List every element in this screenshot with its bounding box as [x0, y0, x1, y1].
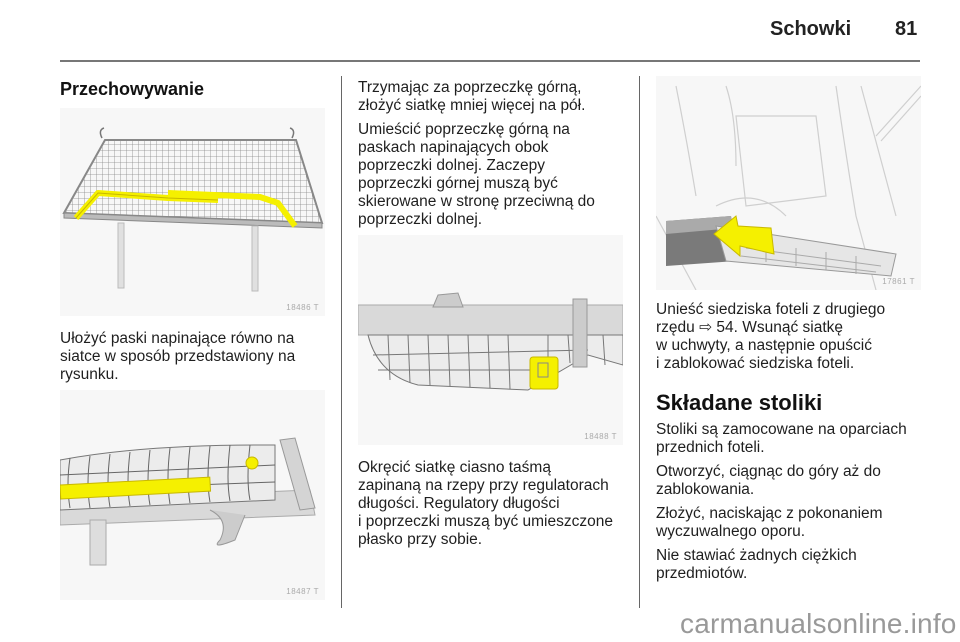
paragraph-open-table: Otworzyć, ciągnąc do góry aż do zablokow…	[656, 463, 881, 498]
paragraph-place-crossbar: Umieścić poprzeczkę górną na paskach nap…	[358, 121, 595, 228]
paragraph-wrap-net: Okręcić siatkę ciasno taśmą zapinaną na …	[358, 459, 613, 548]
strapped-net-illustration	[358, 292, 623, 391]
figure-folded-net: 18487 T	[60, 390, 325, 600]
figure-insert-net-in-holder: 17861 T	[656, 76, 921, 290]
figure-code: 18488 T	[584, 432, 617, 441]
section-title-skladane-stoliki: Składane stoliki	[656, 390, 823, 415]
figure-code: 17861 T	[882, 277, 915, 286]
page-number: 81	[895, 18, 918, 40]
watermark-link[interactable]: carmanualsonline.info	[680, 608, 957, 639]
page-header-title: Schowki	[770, 18, 852, 40]
section-title-przechowywanie: Przechowywanie	[60, 79, 205, 99]
folded-net-illustration	[60, 437, 316, 566]
paragraph-strap-instructions: Ułożyć paski napinające równo na siatce …	[60, 330, 296, 383]
header-divider	[60, 60, 920, 62]
column-divider-2	[639, 76, 640, 608]
figure-net-with-straps: 18486 T	[60, 108, 325, 316]
paragraph-tables-mounted: Stoliki są zamocowane na oparciach przed…	[656, 421, 907, 456]
paragraph-raise-seats: Unieść siedziska foteli z drugiego rzędu…	[656, 301, 886, 372]
cargo-net-illustration	[62, 127, 324, 292]
paragraph-fold-net: Trzymając za poprzeczkę górną, złożyć si…	[358, 79, 586, 114]
paragraph-fold-table: Złożyć, naciskając z pokonaniem wyczuwal…	[656, 505, 883, 540]
figure-strapped-net: 18488 T	[358, 235, 623, 445]
figure-code: 18487 T	[286, 587, 319, 596]
paragraph-no-heavy-objects: Nie stawiać żadnych ciężkich przedmiotów…	[656, 547, 857, 582]
seat-holder-illustration	[656, 85, 921, 290]
column-divider-1	[341, 76, 342, 608]
figure-code: 18486 T	[286, 303, 319, 312]
